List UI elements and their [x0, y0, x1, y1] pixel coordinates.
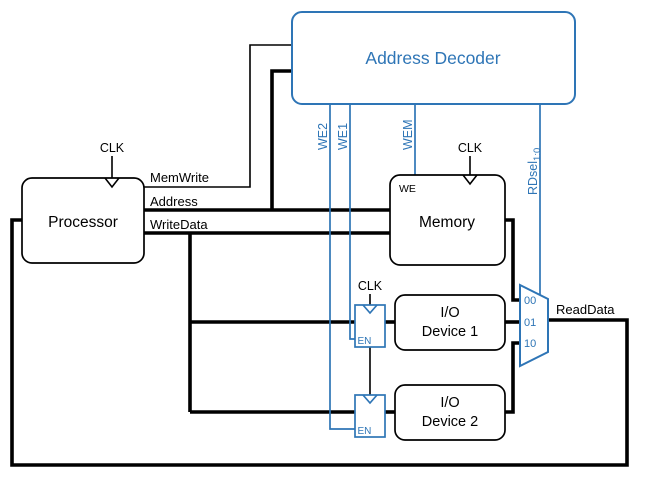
memory-clock-triangle-icon [462, 174, 478, 186]
processor-label: Processor [48, 214, 118, 231]
io-device-1-box [394, 294, 506, 351]
mux-shape [519, 283, 549, 368]
io-device-1-label-line1: I/O [440, 305, 459, 321]
io-device-2-label-line2: Device 2 [422, 414, 478, 430]
register-2-clock-triangle-icon [362, 394, 378, 405]
address-decoder-box [291, 11, 576, 105]
address-label: Address [150, 194, 198, 209]
memory-clk-label: CLK [458, 141, 483, 155]
mux-input-01-label: 01 [524, 317, 536, 329]
io-device-2-box [394, 384, 506, 441]
writedata-bus-line [144, 231, 390, 414]
rdsel-label: RDsel1:0 [526, 148, 543, 195]
processor-clk-label: CLK [100, 141, 125, 155]
rdsel-label-base: RDsel [526, 161, 540, 195]
address-bus-line [144, 69, 390, 212]
memory-box [389, 174, 506, 266]
processor-clock-triangle-icon [104, 177, 120, 189]
memory-label: Memory [419, 214, 475, 231]
register-1-clock-triangle-icon [362, 304, 378, 315]
processor-box [21, 177, 145, 264]
address-decoder-label: Address Decoder [365, 48, 500, 68]
rdsel-label-subscript: 1:0 [532, 148, 543, 161]
mux-input-10-label: 10 [524, 338, 536, 350]
io2-to-mux-line [505, 341, 520, 414]
register-1-en-label: EN [358, 336, 372, 347]
registers-clk-label: CLK [358, 279, 383, 293]
we2-label: WE2 [316, 123, 330, 150]
wem-label: WEM [401, 119, 415, 150]
memory-to-mux-line [505, 218, 520, 302]
io-device-2-label-line1: I/O [440, 395, 459, 411]
memwrite-wire [144, 44, 292, 188]
readdata-label: ReadData [556, 302, 615, 317]
we1-label: WE1 [336, 123, 350, 150]
mux-input-00-label: 00 [524, 295, 536, 307]
memwrite-label: MemWrite [150, 170, 209, 185]
writedata-label: WriteData [150, 217, 208, 232]
register-1-box [354, 304, 386, 348]
io-device-1-label-line2: Device 1 [422, 324, 478, 340]
register-2-en-label: EN [358, 426, 372, 437]
we2-wire [329, 104, 355, 430]
memory-we-port-label: WE [399, 183, 416, 195]
readdata-loop-line [10, 218, 629, 467]
we1-wire [349, 104, 355, 340]
